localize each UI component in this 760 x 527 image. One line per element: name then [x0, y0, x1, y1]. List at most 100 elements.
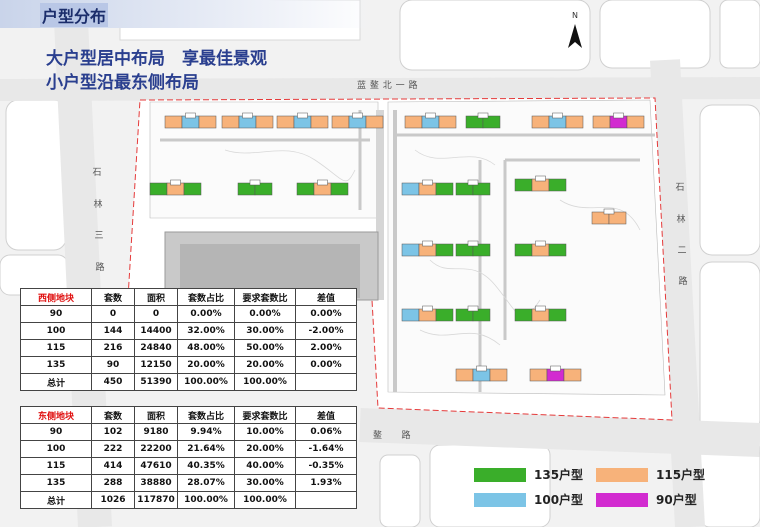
table-cell: 0.00%	[295, 356, 357, 374]
stair-core	[297, 112, 308, 119]
unit-115	[592, 115, 611, 129]
table-cell: 288	[91, 474, 135, 492]
table-header-cell: 要求套数比	[234, 406, 296, 424]
legend-label: 100户型	[534, 493, 584, 507]
table-cell: 0	[134, 305, 178, 323]
legend-label: 90户型	[656, 493, 697, 507]
building	[455, 365, 508, 382]
stair-core	[467, 240, 479, 247]
unit-135	[149, 182, 168, 196]
unit-115	[331, 115, 350, 129]
unit-135	[330, 182, 349, 196]
building	[221, 112, 274, 129]
road-label-east-3: 二	[677, 246, 687, 256]
stair-core	[613, 112, 624, 119]
table-cell	[295, 373, 357, 391]
unit-115	[608, 211, 627, 225]
unit-115	[563, 368, 582, 382]
table-cell: -2.00%	[295, 322, 357, 340]
table-header-cell: 套数占比	[177, 288, 235, 306]
table-header-row: 西侧地块 套数 面积 套数占比 要求套数比 差值	[20, 288, 357, 306]
building	[529, 365, 582, 382]
road-label-east-2: 林	[676, 215, 686, 225]
west-plot-table: 西侧地块 套数 面积 套数占比 要求套数比 差值 90 0 0 0.00% 0.…	[20, 288, 357, 391]
table-cell: 30.00%	[234, 322, 296, 340]
table-header-cell: 套数	[91, 406, 135, 424]
building	[455, 179, 491, 196]
table-cell: 100.00%	[177, 491, 235, 509]
unit-115	[626, 115, 645, 129]
table-header-cell: 差值	[295, 288, 357, 306]
building	[404, 112, 457, 129]
unit-135	[183, 182, 202, 196]
table-cell: 总计	[20, 491, 92, 509]
table-row: 90 102 9180 9.94% 10.00% 0.06%	[20, 423, 357, 441]
stair-core	[422, 305, 433, 312]
table-total-row: 总计 1026 117870 100.00% 100.00%	[20, 491, 357, 509]
stair-core	[422, 240, 433, 247]
table-cell: 51390	[134, 373, 178, 391]
table-cell: 32.00%	[177, 322, 235, 340]
stair-core	[242, 112, 253, 119]
stair-core	[535, 175, 546, 182]
page-title: 户型分布	[40, 3, 109, 27]
table-cell: 144	[91, 322, 135, 340]
stair-core	[352, 112, 363, 119]
table-cell: 100.00%	[234, 373, 296, 391]
stair-core	[317, 179, 328, 186]
table-cell: 2.00%	[295, 339, 357, 357]
table-cell: 50.00%	[234, 339, 296, 357]
stair-core	[603, 208, 615, 215]
road-label-west-3: 三	[94, 231, 104, 241]
table-cell: 20.00%	[234, 356, 296, 374]
unit-135	[482, 115, 501, 129]
building	[401, 240, 454, 257]
unit-135	[472, 308, 491, 322]
road-label-west-4: 路	[95, 263, 105, 273]
unit-100	[401, 182, 420, 196]
unit-135	[514, 178, 533, 192]
table-cell: 12150	[134, 356, 178, 374]
building	[591, 208, 627, 225]
unit-135	[435, 182, 454, 196]
unit-115	[404, 115, 423, 129]
road-label-east-1: 石	[675, 183, 685, 193]
legend-swatch-green	[474, 467, 526, 482]
table-cell: 1026	[91, 491, 135, 509]
unit-115	[164, 115, 183, 129]
unit-135	[548, 308, 567, 322]
table-cell: 22200	[134, 440, 178, 458]
stair-core	[467, 179, 479, 186]
road-label-south: 鳌 路	[373, 431, 412, 441]
table-cell: 100	[20, 440, 92, 458]
building	[514, 175, 567, 192]
unit-135	[548, 178, 567, 192]
table-header-cell: 东侧地块	[20, 406, 92, 424]
unit-135	[548, 243, 567, 257]
unit-135	[435, 243, 454, 257]
table-row: 135 288 38880 28.07% 30.00% 1.93%	[20, 474, 357, 492]
building	[455, 305, 491, 322]
road-label-east-4: 路	[678, 277, 688, 287]
table-row: 90 0 0 0.00% 0.00% 0.00%	[20, 305, 357, 323]
building	[164, 112, 217, 129]
table-row: 100 222 22200 21.64% 20.00% -1.64%	[20, 440, 357, 458]
stair-core	[476, 365, 487, 372]
unit-115	[529, 368, 548, 382]
unit-135	[254, 182, 273, 196]
unit-115	[221, 115, 240, 129]
table-cell: 90	[20, 423, 92, 441]
building	[592, 112, 645, 129]
stair-core	[535, 240, 546, 247]
unit-115	[565, 115, 584, 129]
building	[401, 179, 454, 196]
headline-line2: 小户型沿最东侧布局	[46, 73, 199, 93]
road-label-west-2: 林	[93, 200, 103, 210]
table-header-cell: 要求套数比	[234, 288, 296, 306]
table-cell: 0	[91, 305, 135, 323]
legend-swatch-blue	[474, 492, 526, 507]
table-cell: 20.00%	[177, 356, 235, 374]
unit-115	[489, 368, 508, 382]
